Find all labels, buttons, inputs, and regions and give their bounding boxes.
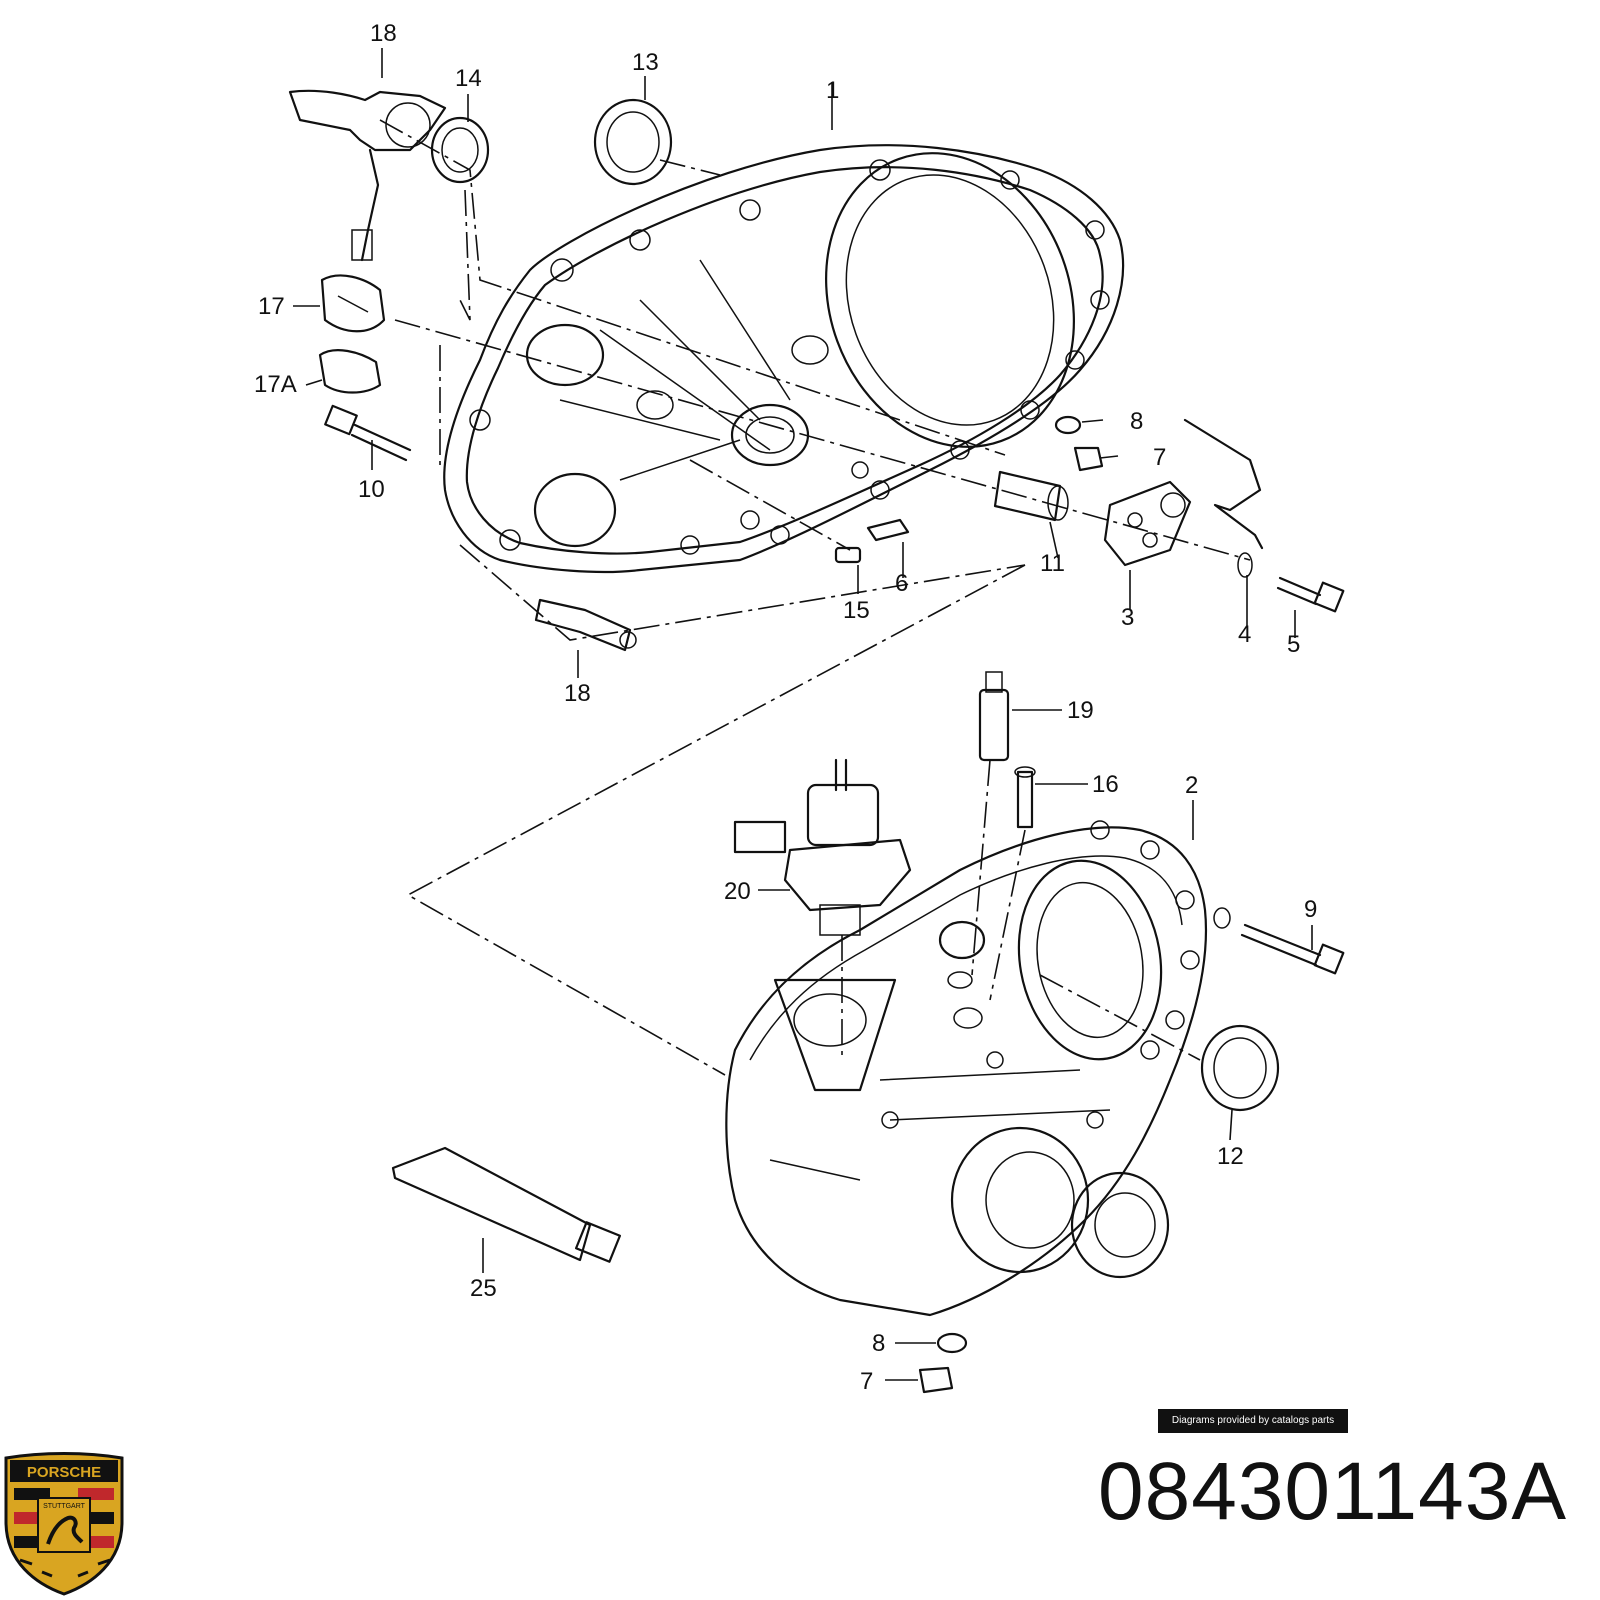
callout-17a: 17A [254, 371, 297, 398]
callout-5: 5 [1287, 631, 1300, 658]
plug-7-upper [1073, 446, 1104, 472]
mount-17a [318, 349, 382, 394]
callout-8-upper: 8 [1130, 408, 1143, 435]
callout-9: 9 [1304, 896, 1317, 923]
porsche-crest-logo: PORSCHE STUTTGART [4, 1452, 124, 1596]
sensor-20 [978, 671, 1010, 762]
washer-8-upper [1054, 415, 1082, 435]
callout-20: 19 [1067, 697, 1094, 724]
callout-7-upper: 7 [1153, 444, 1166, 471]
sensor-19 [534, 598, 637, 652]
slave-cylinder [288, 89, 447, 262]
clutch-housing [443, 144, 1125, 574]
callout-15: 15 [843, 597, 870, 624]
grease-tube-25 [391, 1146, 622, 1263]
callout-1: 1 [826, 77, 839, 104]
callout-16: 16 [1092, 771, 1119, 798]
callout-12: 12 [1217, 1143, 1244, 1170]
seal-12 [1200, 1024, 1280, 1112]
bushing-11 [993, 470, 1069, 522]
pin-15 [834, 546, 862, 564]
callout-2: 2 [1185, 772, 1198, 799]
callout-17: 17 [258, 293, 285, 320]
callout-21: 20 [724, 878, 751, 905]
washer-8-lower [936, 1332, 968, 1354]
bolt-5 [1276, 576, 1345, 613]
callout-4: 4 [1238, 621, 1251, 648]
speed-sender-21 [733, 758, 912, 936]
callout-6: 6 [895, 570, 908, 597]
mount-17 [320, 274, 386, 333]
cover-plate-3 [1103, 480, 1192, 567]
gearbox-housing [725, 820, 1208, 1317]
callout-10: 10 [358, 476, 385, 503]
callout-19: 18 [564, 680, 591, 707]
shaft-seal-13 [593, 98, 673, 186]
bolt-9 [1213, 907, 1345, 975]
callout-14: 14 [455, 65, 482, 92]
callout-18: 18 [370, 20, 397, 47]
callout-13: 13 [632, 49, 659, 76]
callout-7-lower: 7 [860, 1368, 873, 1395]
pin-16 [1014, 766, 1036, 829]
diagram-credit: Diagrams provided by catalogs parts [1158, 1409, 1348, 1433]
tab-6 [866, 518, 910, 542]
svg-text:PORSCHE: PORSCHE [27, 1464, 101, 1481]
callout-25: 25 [470, 1275, 497, 1302]
bolt-10 [324, 404, 412, 462]
part-number: 084301143A [1098, 1446, 1568, 1537]
plug-7-lower [918, 1366, 954, 1394]
callout-11: 11 [1040, 550, 1065, 577]
seal-ring-14 [430, 116, 490, 184]
callout-8-lower: 8 [872, 1330, 885, 1357]
callout-3: 3 [1121, 604, 1134, 631]
svg-text:STUTTGART: STUTTGART [43, 1503, 86, 1510]
pipe-4 [1183, 418, 1264, 550]
